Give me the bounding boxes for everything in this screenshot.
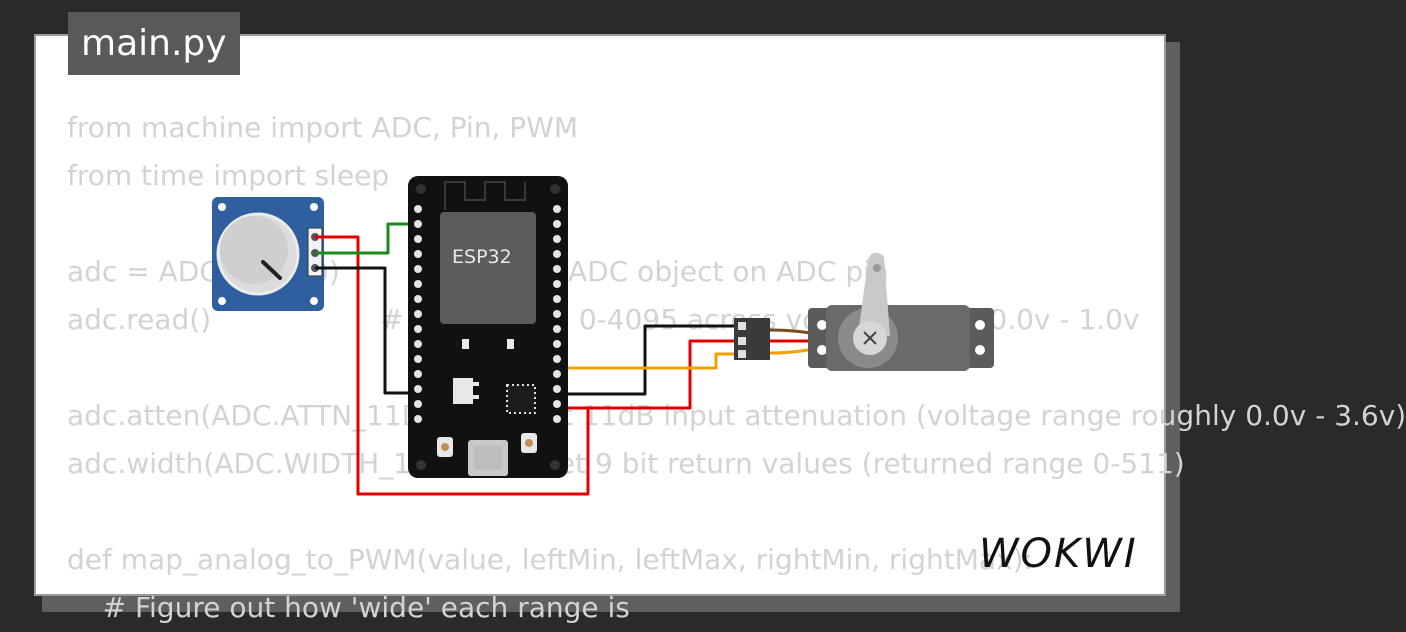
wire-green [315,222,418,255]
chip-label: ESP32 [452,246,512,268]
file-tab[interactable]: main.py [68,12,240,75]
esp32-board-icon[interactable]: ESP32 [408,176,568,478]
code-line: def map_analog_to_PWM(value, leftMin, le… [67,543,1033,576]
wokwi-logo-icon: WOKWI [979,531,1138,577]
code-line: # Figure out how 'wide' each range is [67,591,630,624]
wire-black-servo [566,324,738,396]
servo-motor-icon[interactable] [734,252,994,371]
logo-text: WOKWI [979,531,1138,577]
wire-black [315,266,418,395]
wire-orange-servo [566,352,738,370]
potentiometer-icon[interactable] [212,197,324,311]
code-line: from time import sleep [67,159,390,192]
wires [315,222,738,496]
code-line: from machine import ADC, Pin, PWM [67,111,579,144]
circuit-diagram: ESP32 [212,176,994,496]
wire-red-servo [566,339,738,410]
